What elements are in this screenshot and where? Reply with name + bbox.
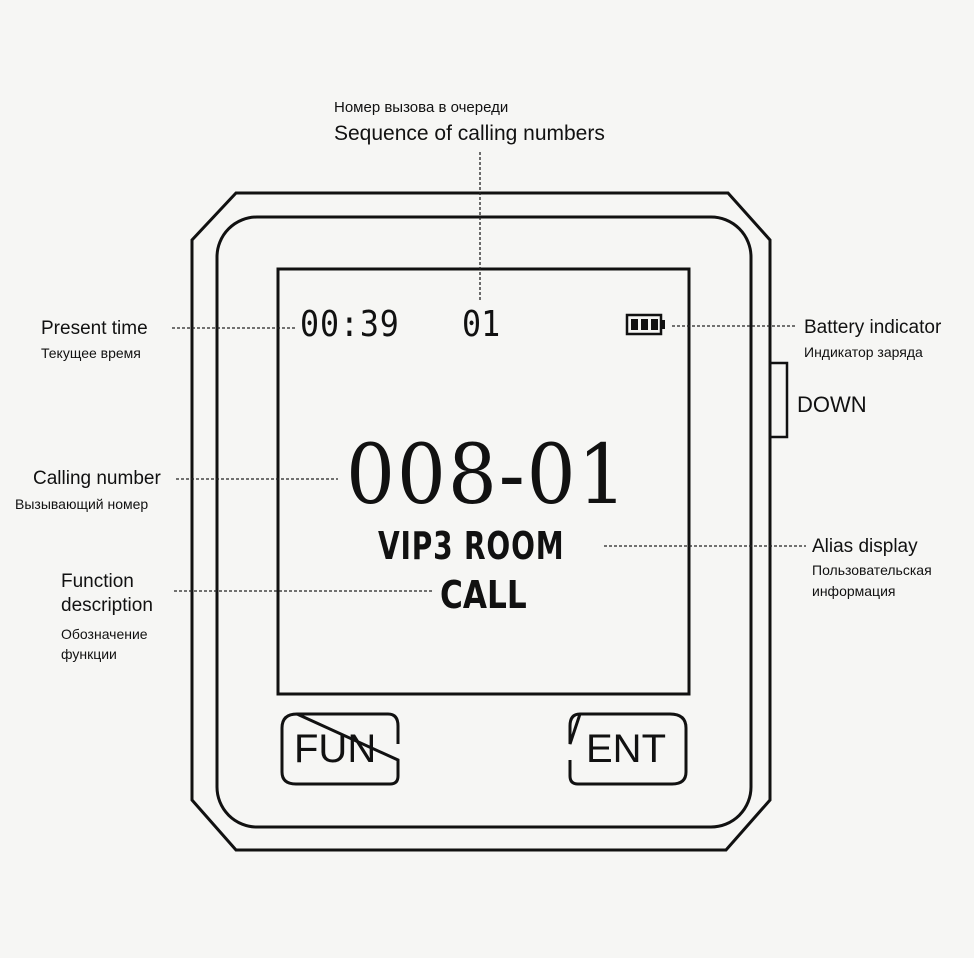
down-label: DOWN [797, 392, 867, 417]
present-time-display: 00:39 [300, 304, 400, 345]
inner-bezel [215, 215, 753, 829]
display-screen [276, 267, 691, 696]
calling-number-display: 008-01 [346, 428, 629, 523]
alias-label-ru-2: информация [812, 583, 896, 599]
present-time-label-ru: Текущее время [41, 345, 141, 361]
alias-display: VIP3 ROOM [378, 524, 565, 568]
down-side-button [768, 361, 789, 439]
fun-button[interactable]: FUN [294, 727, 377, 771]
sequence-number-display: 01 [462, 304, 501, 345]
calling-number-label-ru: Вызывающий номер [15, 496, 149, 512]
function-display: CALL [440, 573, 527, 617]
battery-label-ru: Индикатор заряда [804, 344, 923, 360]
function-label-en-1: Function [61, 571, 134, 592]
fun-button-outline [280, 712, 400, 786]
ent-button[interactable]: ENT [586, 727, 666, 771]
alias-label-ru-1: Пользовательская [812, 562, 932, 578]
ent-button-outline [568, 712, 688, 786]
calling-number-label-en: Calling number [33, 468, 161, 489]
alias-label-en: Alias display [812, 536, 918, 557]
function-label-ru-1: Обозначение [61, 626, 148, 642]
sequence-label-en: Sequence of calling numbers [334, 122, 605, 145]
outer-case [190, 191, 772, 852]
battery-label-en: Battery indicator [804, 317, 942, 338]
sequence-label-ru: Номер вызова в очереди [334, 99, 509, 116]
function-label-en-2: description [61, 595, 153, 616]
present-time-label-en: Present time [41, 318, 148, 339]
battery-full-icon [625, 313, 665, 336]
function-label-ru-2: функции [61, 646, 117, 662]
